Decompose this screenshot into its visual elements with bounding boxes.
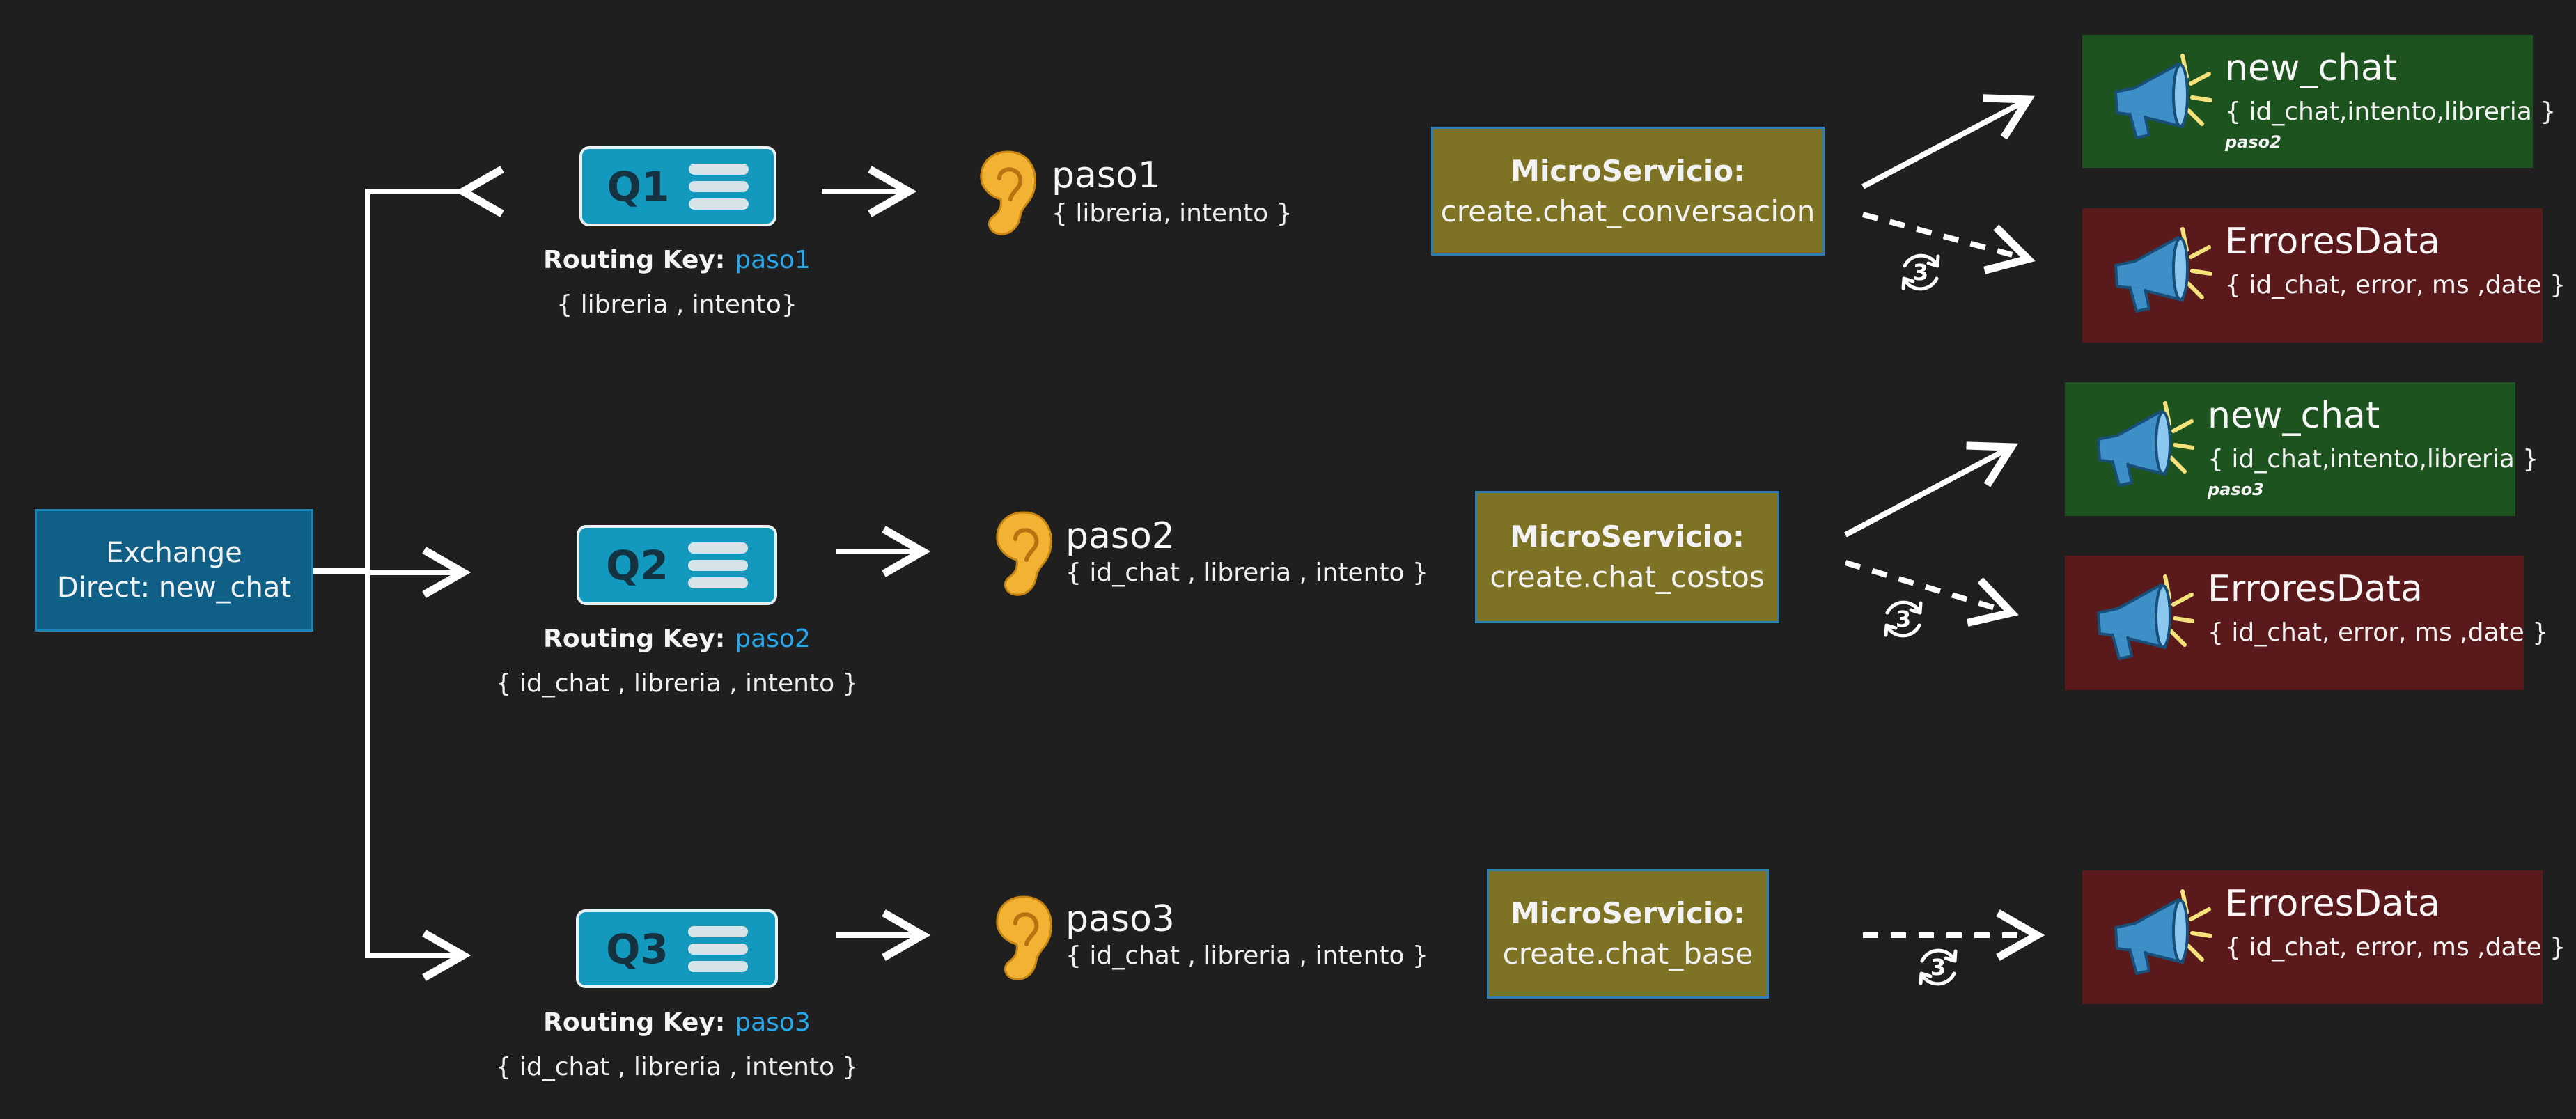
- queue-icon: [687, 542, 748, 588]
- microservice-name: create.chat_conversacion: [1440, 194, 1816, 228]
- microservice-title: MicroServicio:: [1511, 896, 1745, 930]
- ear-icon: [996, 895, 1052, 980]
- retry-icon: 3: [1884, 600, 1923, 638]
- queue-payload-q1: { libreria , intento}: [556, 290, 797, 319]
- microservice-name: create.chat_base: [1502, 937, 1754, 971]
- consumer-payload-paso1: { libreria, intento }: [1052, 199, 1293, 228]
- queue-icon: [689, 163, 749, 210]
- queue-label: Q2: [606, 541, 669, 589]
- consumer-name-paso3: paso3: [1065, 898, 1175, 940]
- retry-count: 3: [1896, 606, 1911, 632]
- publisher-payload: { id_chat, error, ms ,date }: [2225, 933, 2566, 962]
- queue-q2: Q2: [577, 525, 777, 605]
- retry-count: 3: [1913, 259, 1928, 285]
- routing-key-value: paso3: [735, 1008, 811, 1037]
- retry-icon: 3: [1919, 948, 1958, 986]
- publisher-errores-data-2: ErroresData { id_chat, error, ms ,date }: [2065, 556, 2548, 690]
- routing-key-q3: Routing Key: paso3: [426, 1008, 928, 1037]
- ms2-error-arrow: [1844, 560, 2019, 627]
- publisher-note: paso2: [2225, 132, 2281, 152]
- publisher-payload: { id_chat,intento,libreria }: [2208, 445, 2539, 474]
- ms2-success-arrow: [1844, 441, 2018, 538]
- retry-count: 3: [1930, 954, 1946, 980]
- ms1-error-arrow: [1861, 212, 2036, 274]
- publisher-errores-data-1: ErroresData { id_chat, error, ms ,date }: [2082, 208, 2566, 343]
- exchange-type: Direct: new_chat: [56, 572, 292, 604]
- publisher-payload: { id_chat, error, ms ,date }: [2225, 271, 2566, 299]
- routing-key-label: Routing Key:: [543, 625, 726, 653]
- queue-q3: Q3: [576, 909, 778, 988]
- ms1-success-arrow: [1861, 94, 2035, 189]
- microservice-chat-base: MicroServicio: create.chat_base: [1487, 869, 1769, 999]
- publisher-name: ErroresData: [2225, 883, 2440, 925]
- queue-payload-q2: { id_chat , libreria , intento }: [495, 669, 859, 698]
- microservice-title: MicroServicio:: [1510, 519, 1744, 554]
- publisher-new-chat-paso3: new_chat { id_chat,intento,libreria } pa…: [2065, 382, 2538, 516]
- microservice-title: MicroServicio:: [1511, 153, 1745, 188]
- microservice-name: create.chat_costos: [1490, 560, 1765, 594]
- publisher-note: paso3: [2208, 480, 2264, 499]
- publisher-new-chat-paso2: new_chat { id_chat,intento,libreria } pa…: [2082, 35, 2556, 168]
- microservice-chat-conversacion: MicroServicio: create.chat_conversacion: [1431, 127, 1825, 256]
- megaphone-icon: [2114, 54, 2212, 139]
- routing-key-label: Routing Key:: [543, 246, 726, 274]
- routing-key-q1: Routing Key: paso1: [426, 246, 928, 274]
- consumer-name-paso1: paso1: [1052, 155, 1161, 196]
- publisher-errores-data-3: ErroresData { id_chat, error, ms ,date }: [2082, 870, 2566, 1004]
- megaphone-icon: [2114, 889, 2212, 975]
- consumer-name-paso2: paso2: [1065, 515, 1175, 557]
- exchange-title: Exchange: [106, 537, 242, 569]
- routing-key-value: paso1: [735, 246, 811, 274]
- queue-payload-q3: { id_chat , libreria , intento }: [495, 1053, 859, 1081]
- routing-key-value: paso2: [735, 625, 811, 653]
- publisher-payload: { id_chat, error, ms ,date }: [2208, 618, 2549, 647]
- publisher-name: ErroresData: [2208, 568, 2423, 610]
- megaphone-icon: [2097, 401, 2194, 487]
- publisher-name: ErroresData: [2225, 221, 2440, 263]
- queue-label: Q1: [607, 162, 670, 210]
- consumer-payload-paso3: { id_chat , libreria , intento }: [1065, 941, 1428, 970]
- queue-q1: Q1: [579, 146, 776, 226]
- microservice-chat-costos: MicroServicio: create.chat_costos: [1475, 491, 1779, 623]
- megaphone-icon: [2114, 227, 2212, 313]
- consumer-payload-paso2: { id_chat , libreria , intento }: [1065, 558, 1428, 587]
- ear-icon: [996, 511, 1052, 596]
- queue-label: Q3: [606, 925, 669, 973]
- publisher-name: new_chat: [2225, 47, 2398, 89]
- queue-icon: [687, 925, 748, 972]
- retry-icon: 3: [1901, 253, 1940, 291]
- publisher-payload: { id_chat,intento,libreria }: [2225, 97, 2557, 126]
- exchange-box: Exchange Direct: new_chat: [35, 509, 313, 632]
- megaphone-icon: [2097, 574, 2194, 660]
- ear-icon: [980, 150, 1036, 235]
- routing-key-label: Routing Key:: [543, 1008, 726, 1037]
- publisher-name: new_chat: [2208, 395, 2380, 437]
- routing-key-q2: Routing Key: paso2: [426, 625, 928, 653]
